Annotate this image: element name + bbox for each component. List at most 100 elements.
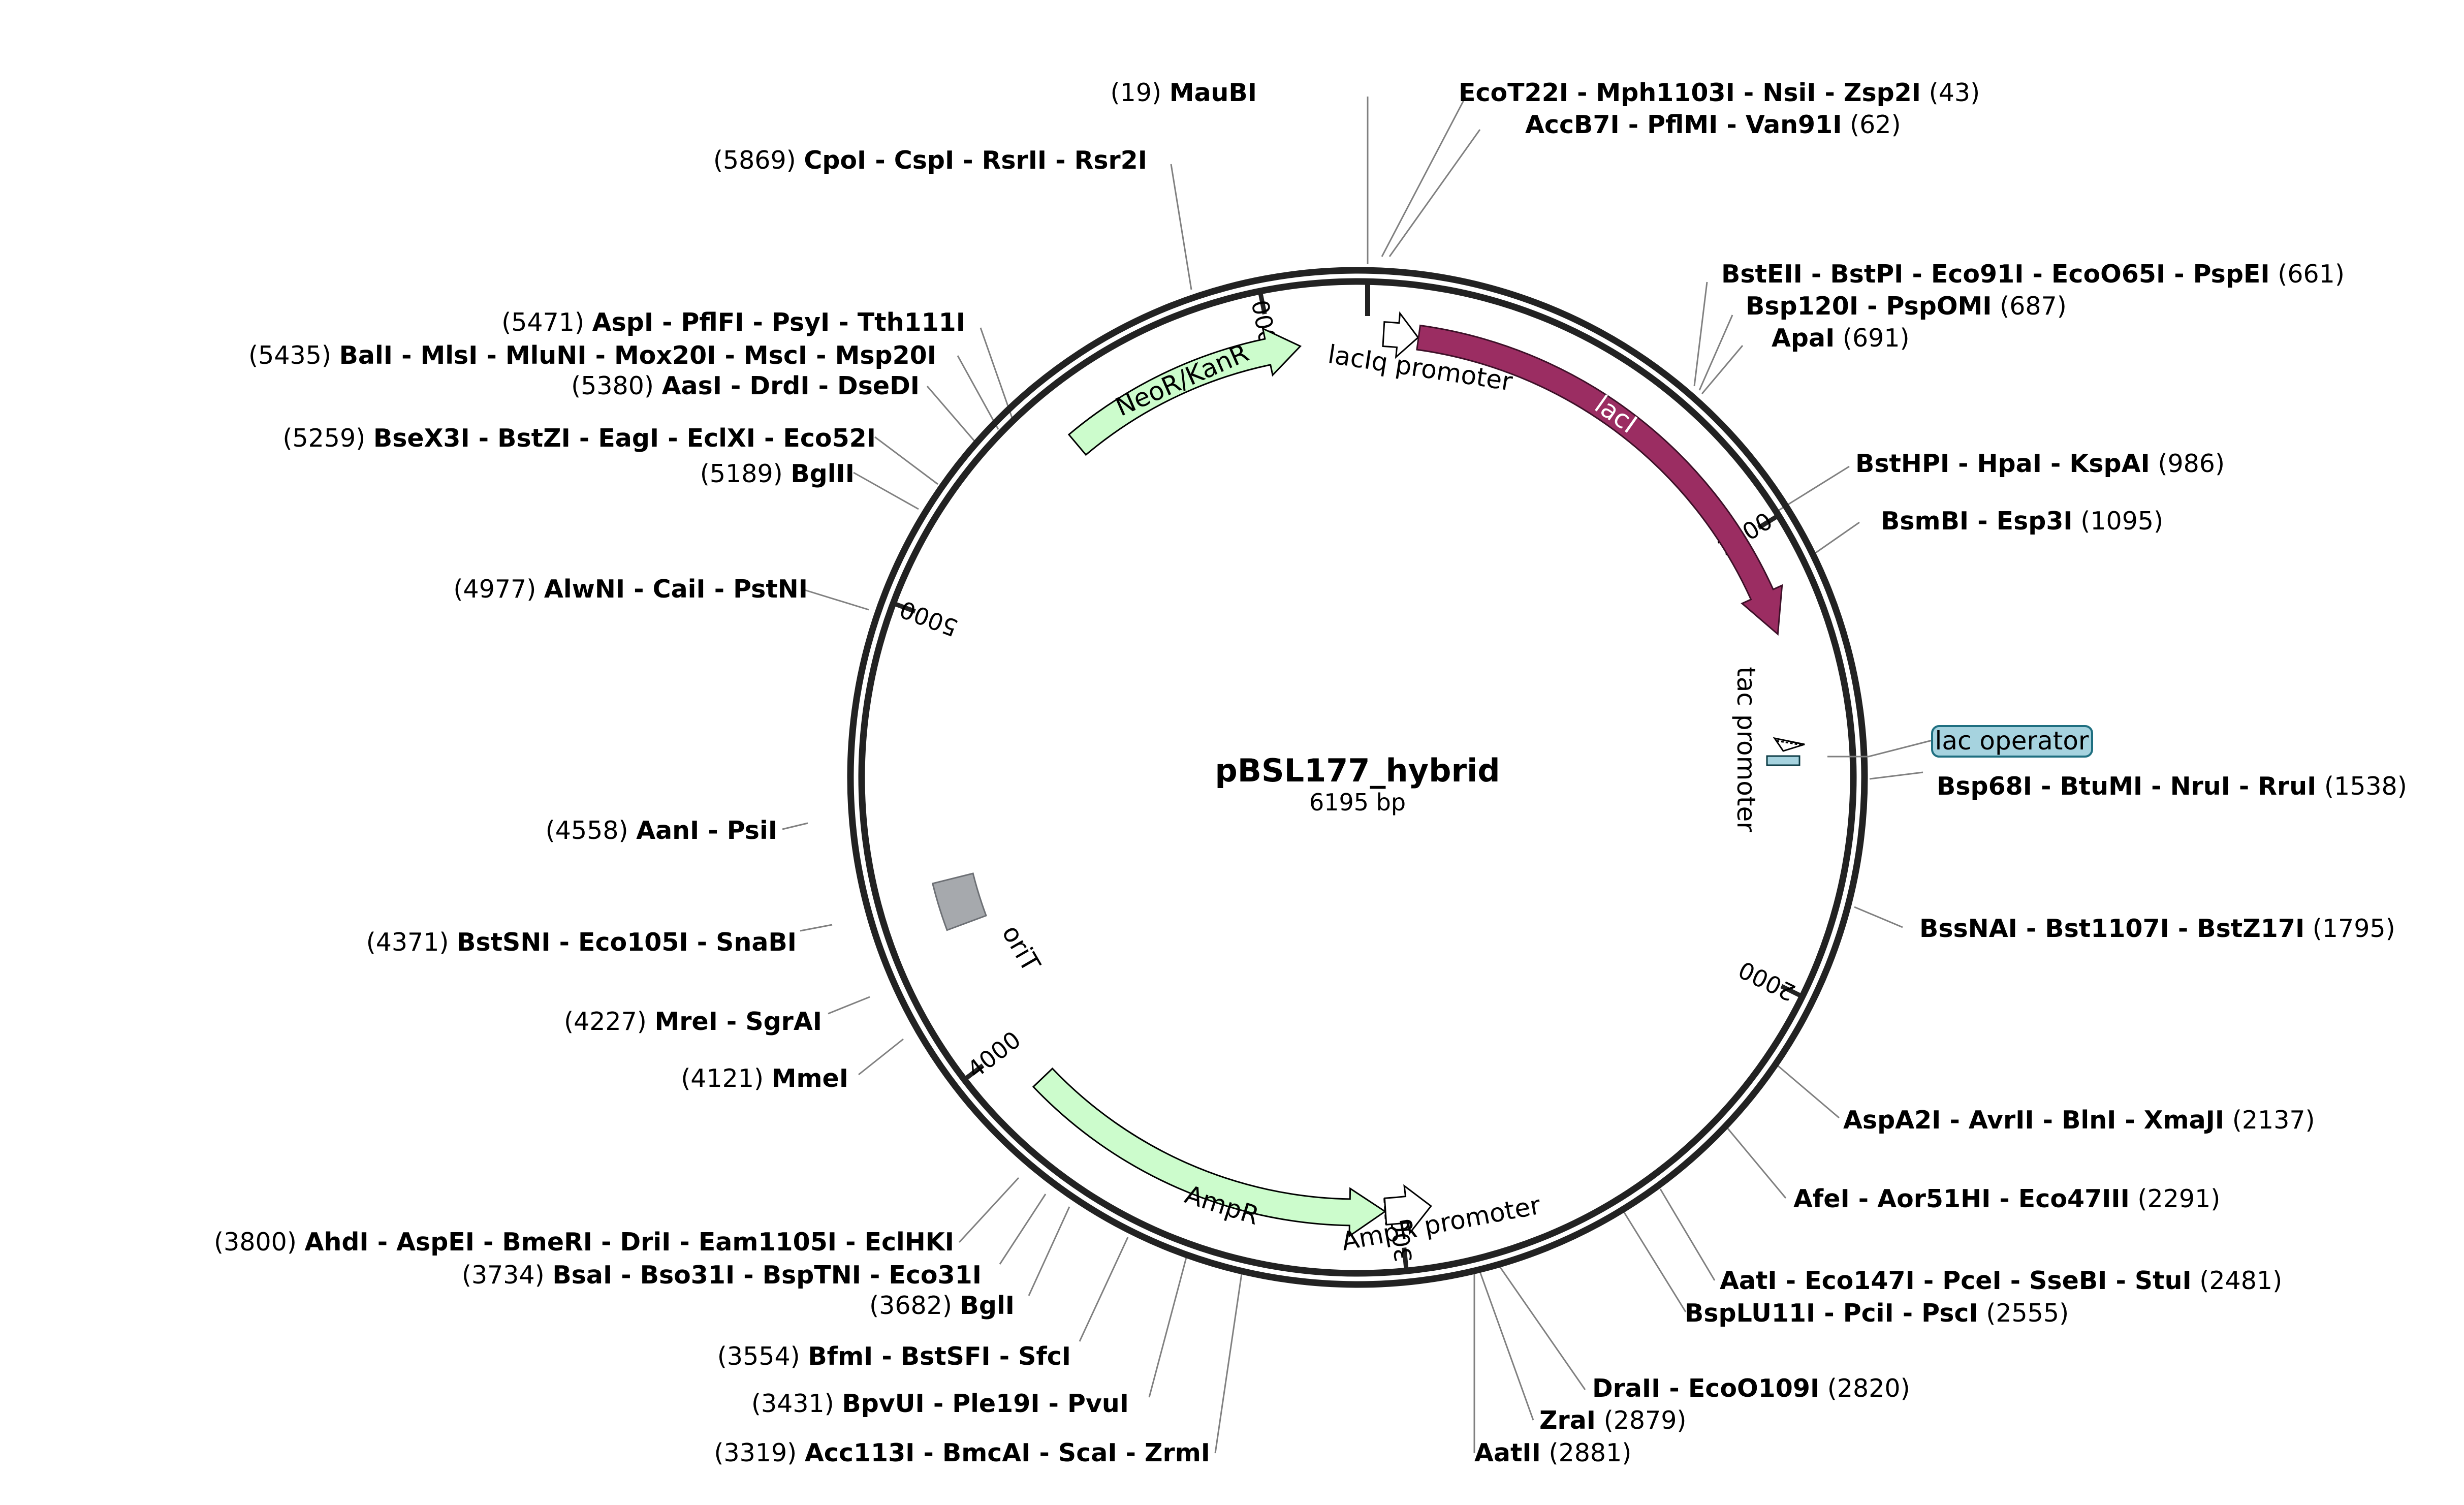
site-label[interactable]: (4558) AanI - PsiI bbox=[546, 816, 777, 845]
site-label[interactable]: Bsp68I - BtuMI - NruI - RruI (1538) bbox=[1937, 772, 2407, 801]
site-label[interactable]: (3800) AhdI - AspEI - BmeRI - DriI - Eam… bbox=[214, 1228, 954, 1257]
site-enzymes: BalI - MlsI - MluNI - Mox20I - MscI - Ms… bbox=[339, 341, 936, 370]
site-position: (4977) bbox=[453, 575, 544, 604]
site-position: (4371) bbox=[366, 928, 457, 957]
tick-4000 bbox=[964, 1063, 985, 1080]
feature-ampr-promoter[interactable] bbox=[1383, 1184, 1432, 1235]
site-label[interactable]: (3554) BfmI - BstSFI - SfcI bbox=[717, 1342, 1071, 1371]
site-enzymes: AccB7I - PflMI - Van91I bbox=[1525, 110, 1842, 139]
site-label[interactable]: (5471) AspI - PflFI - PsyI - Tth111I bbox=[501, 308, 965, 337]
site-enzymes: ApaI bbox=[1772, 324, 1835, 353]
site-position: (1538) bbox=[2316, 772, 2407, 801]
site-enzymes: BstHPI - HpaI - KspAI bbox=[1855, 449, 2150, 478]
site-label[interactable]: (4227) MreI - SgrAI bbox=[564, 1007, 822, 1036]
feature-tac-promoter-glyph[interactable] bbox=[1773, 737, 1805, 752]
site-position: (2820) bbox=[1819, 1374, 1910, 1403]
site-label[interactable]: EcoT22I - Mph1103I - NsiI - Zsp2I (43) bbox=[1459, 78, 1980, 107]
feature-lac-operator-glyph[interactable] bbox=[1766, 755, 1800, 766]
site-enzymes: BpvUI - Ple19I - PvuI bbox=[842, 1389, 1129, 1418]
backbone-outer-ring bbox=[847, 267, 1868, 1288]
site-label[interactable]: ApaI (691) bbox=[1772, 324, 1910, 353]
site-label[interactable]: (3431) BpvUI - Ple19I - PvuI bbox=[751, 1389, 1129, 1418]
site-position: (5471) bbox=[501, 308, 592, 337]
site-label[interactable]: (4371) BstSNI - Eco105I - SnaBI bbox=[366, 928, 797, 957]
site-enzymes: CpoI - CspI - RsrII - Rsr2I bbox=[804, 146, 1147, 175]
site-enzymes: MreI - SgrAI bbox=[654, 1007, 822, 1036]
site-label[interactable]: AccB7I - PflMI - Van91I (62) bbox=[1525, 110, 1901, 139]
site-label[interactable]: BstEII - BstPI - Eco91I - EcoO65I - PspE… bbox=[1721, 260, 2345, 289]
site-leader bbox=[782, 822, 808, 830]
site-label[interactable]: ZraI (2879) bbox=[1539, 1406, 1687, 1435]
site-label[interactable]: DraII - EcoO109I (2820) bbox=[1592, 1374, 1910, 1403]
site-enzymes: AanI - PsiI bbox=[636, 816, 777, 845]
site-leader bbox=[1726, 1127, 1787, 1199]
site-leader bbox=[1498, 1265, 1586, 1390]
site-position: (19) bbox=[1111, 78, 1170, 107]
site-enzymes: BstSNI - Eco105I - SnaBI bbox=[457, 928, 797, 957]
site-label[interactable]: BstHPI - HpaI - KspAI (986) bbox=[1855, 449, 2225, 478]
site-position: (3431) bbox=[751, 1389, 842, 1418]
feature-label-orit: oriT bbox=[996, 920, 1046, 977]
site-enzymes: EcoT22I - Mph1103I - NsiI - Zsp2I bbox=[1459, 78, 1921, 107]
site-enzymes: AlwNI - CaiI - PstNI bbox=[544, 575, 808, 604]
tick-1000 bbox=[1757, 514, 1778, 530]
site-leader bbox=[1869, 771, 1923, 780]
site-label[interactable]: (5435) BalI - MlsI - MluNI - Mox20I - Ms… bbox=[248, 341, 936, 370]
tick-6000 bbox=[1258, 293, 1267, 315]
site-enzymes: BstEII - BstPI - Eco91I - EcoO65I - PspE… bbox=[1721, 260, 2270, 289]
site-label[interactable]: (4977) AlwNI - CaiI - PstNI bbox=[453, 575, 808, 604]
site-position: (691) bbox=[1835, 324, 1909, 353]
site-label[interactable]: BspLU11I - PciI - PscI (2555) bbox=[1685, 1299, 2069, 1328]
site-leader bbox=[828, 996, 870, 1015]
site-label[interactable]: AspA2I - AvrII - BlnI - XmaJI (2137) bbox=[1843, 1106, 2315, 1135]
site-label[interactable]: (3319) Acc113I - BmcAI - ScaI - ZrmI bbox=[714, 1438, 1210, 1467]
site-label[interactable]: Bsp120I - PspOMI (687) bbox=[1746, 292, 2067, 321]
site-position: (986) bbox=[2150, 449, 2225, 478]
feature-laci[interactable] bbox=[1416, 324, 1783, 636]
site-label[interactable]: BsmBI - Esp3I (1095) bbox=[1881, 507, 2163, 536]
feature-neor-kanr[interactable] bbox=[1067, 327, 1302, 456]
site-leader-lines bbox=[782, 96, 1923, 1454]
site-position: (3319) bbox=[714, 1438, 805, 1467]
lac-operator-callout[interactable]: lac operator bbox=[1827, 725, 2093, 758]
site-label[interactable]: AatII (2881) bbox=[1474, 1438, 1631, 1467]
site-leader bbox=[1812, 521, 1860, 556]
site-enzymes: AatI - Eco147I - PceI - SseBI - StuI bbox=[1720, 1266, 2192, 1295]
plasmid-name: pBSL177_hybrid bbox=[1215, 752, 1500, 789]
site-position: (4558) bbox=[546, 816, 637, 845]
plasmid-backbone bbox=[847, 267, 1868, 1288]
site-enzymes: DraII - EcoO109I bbox=[1592, 1374, 1819, 1403]
site-label[interactable]: (19) MauBI bbox=[1111, 78, 1257, 107]
site-leader bbox=[1478, 1270, 1534, 1421]
site-label[interactable]: AatI - Eco147I - PceI - SseBI - StuI (24… bbox=[1720, 1266, 2282, 1295]
tick-3000 bbox=[1402, 1247, 1409, 1269]
backbone-inner-ring bbox=[858, 278, 1857, 1277]
site-enzymes: BfmI - BstSFI - SfcI bbox=[808, 1342, 1071, 1371]
site-label[interactable]: BssNAI - Bst1107I - BstZ17I (1795) bbox=[1919, 914, 2395, 943]
site-label[interactable]: (3734) BsaI - Bso31I - BspTNI - Eco31I bbox=[462, 1261, 982, 1290]
site-leader bbox=[1170, 164, 1192, 290]
site-leader bbox=[858, 1038, 904, 1076]
site-leader bbox=[958, 1177, 1020, 1243]
site-label[interactable]: (5189) BglII bbox=[700, 459, 855, 488]
site-label[interactable]: (5869) CpoI - CspI - RsrII - Rsr2I bbox=[713, 146, 1147, 175]
site-position: (4121) bbox=[681, 1064, 772, 1093]
feature-orit[interactable] bbox=[931, 872, 987, 931]
site-label[interactable]: (3682) BglI bbox=[869, 1291, 1015, 1320]
site-leader bbox=[1778, 465, 1850, 512]
site-label[interactable]: (5380) AasI - DrdI - DseDI bbox=[571, 371, 920, 400]
site-enzymes: BssNAI - Bst1107I - BstZ17I bbox=[1919, 914, 2304, 943]
site-enzymes: Acc113I - BmcAI - ScaI - ZrmI bbox=[805, 1438, 1210, 1467]
site-label[interactable]: (4121) MmeI bbox=[681, 1064, 848, 1093]
feature-laciq-promoter[interactable] bbox=[1382, 311, 1419, 359]
site-label[interactable]: AfeI - Aor51HI - Eco47III (2291) bbox=[1793, 1184, 2220, 1213]
features bbox=[931, 311, 1805, 1238]
feature-label-neor-kanr: NeoR/KanR bbox=[1111, 338, 1253, 422]
site-position: (3554) bbox=[717, 1342, 808, 1371]
site-enzymes: AatII bbox=[1474, 1438, 1541, 1467]
site-position: (62) bbox=[1842, 110, 1901, 139]
plasmid-length: 6195 bp bbox=[1309, 789, 1406, 816]
site-enzymes: BsmBI - Esp3I bbox=[1881, 507, 2073, 536]
site-leader bbox=[1214, 1270, 1243, 1454]
site-label[interactable]: (5259) BseX3I - BstZI - EagI - EclXI - E… bbox=[282, 424, 876, 453]
